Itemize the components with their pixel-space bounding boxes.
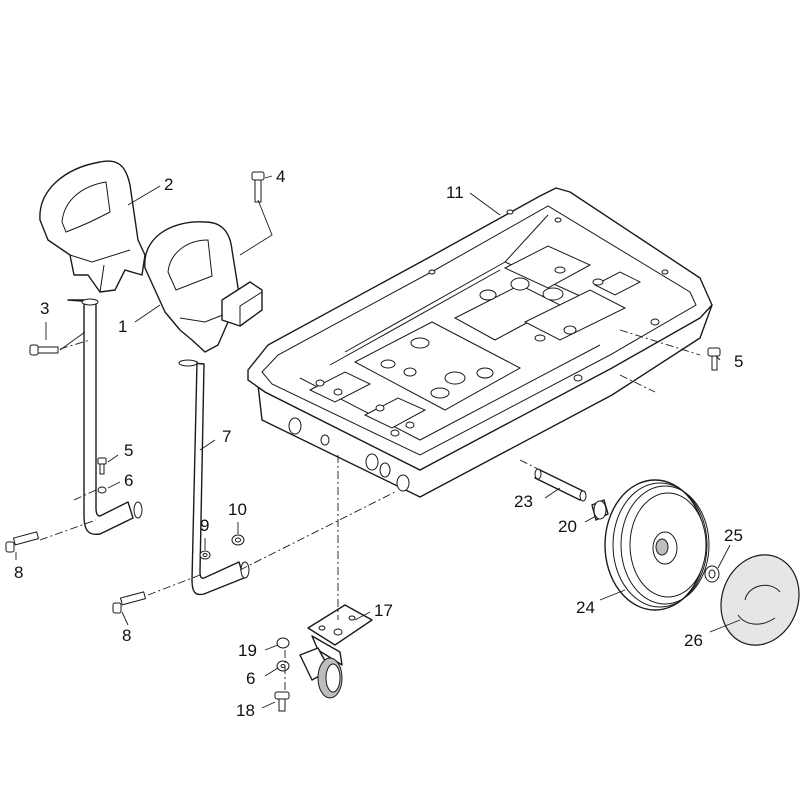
callout-19: 19: [238, 641, 257, 660]
callout-17: 17: [374, 601, 393, 620]
screw-5-right: [707, 347, 721, 371]
callout-10: 10: [228, 500, 247, 519]
frame-tube-right: [178, 359, 250, 596]
wheel-24: [604, 479, 710, 611]
callout-23: 23: [514, 492, 533, 511]
callout-2: 2: [164, 175, 173, 194]
leader-lines: [15, 175, 741, 709]
callout-8: 8: [14, 563, 23, 582]
callout-6: 6: [124, 471, 133, 490]
clip-25: [704, 565, 720, 583]
callout-5: 5: [734, 352, 743, 371]
callout-26: 26: [684, 631, 703, 650]
nut-10: [231, 534, 245, 546]
callout-20: 20: [558, 517, 577, 536]
handle-grip-left: [39, 160, 146, 293]
handle-grip-right: [144, 221, 263, 353]
callout-9: 9: [200, 516, 209, 535]
callout-5: 5: [124, 441, 133, 460]
washer-6-caster: [276, 660, 290, 672]
callout-25: 25: [724, 526, 743, 545]
axle-23: [534, 468, 587, 502]
callout-24: 24: [576, 598, 595, 617]
screw-5-left: [97, 457, 107, 475]
bolt-3: [29, 344, 59, 356]
screw-4: [251, 171, 265, 203]
frame-tube-left: [67, 298, 143, 536]
callout-labels: 2 4 11 3 1 5 7 5 6 10 9 8 23 20 25 8 17 …: [14, 167, 743, 720]
bolt-8-right: [112, 591, 147, 614]
callout-11: 11: [446, 183, 464, 202]
callout-18: 18: [236, 701, 255, 720]
spacer-20: [591, 499, 609, 521]
washer-9: [199, 550, 211, 560]
callout-8: 8: [122, 626, 131, 645]
nut-19: [276, 637, 290, 649]
washer-6-left: [97, 486, 107, 494]
callout-4: 4: [276, 167, 285, 186]
callout-1: 1: [118, 317, 127, 336]
callout-6: 6: [246, 669, 255, 688]
chassis-tray: [247, 187, 713, 498]
callout-3: 3: [40, 299, 49, 318]
caster-17: [299, 604, 373, 699]
callout-7: 7: [222, 427, 231, 446]
hubcap-26: [720, 554, 800, 646]
bolt-8-left: [5, 531, 40, 553]
bolt-18: [274, 691, 290, 712]
